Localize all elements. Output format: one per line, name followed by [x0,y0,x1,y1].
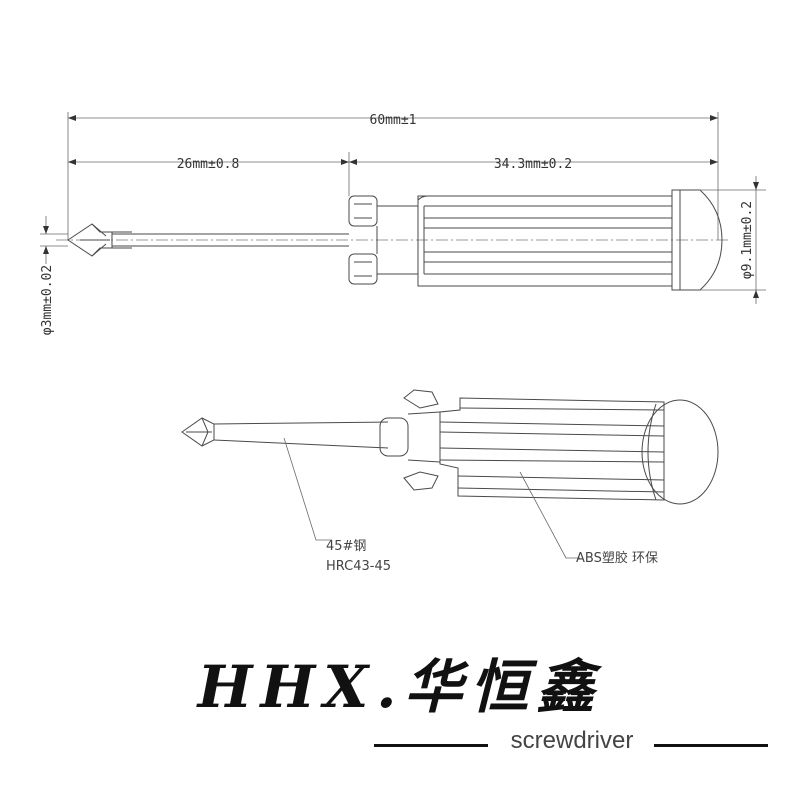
iso-collar [379,417,409,457]
brand-subtitle: screwdriver [510,727,634,754]
handle-material-callout: ABS塑胶 环保 [519,471,658,566]
overall-length-label: 60mm±1 [370,113,417,128]
side-view: 60mm±1 26mm±0.8 34.3mm±0.2 [40,112,766,335]
handle-end-cap [671,189,723,291]
iso-handle [439,397,665,501]
shaft-material-label: 45#钢 [326,539,366,554]
shaft [112,233,349,247]
shaft-material-callout: 45#钢 HRC43-45 [283,437,391,574]
iso-shaft [213,421,389,425]
brand-subtitle-row: screwdriver [0,727,800,763]
brand-rule-left [374,744,488,747]
brand-title: HHX.华恒鑫 [197,653,603,721]
shaft-length-dimension: 26mm±0.8 [68,157,349,172]
brand-rule-right [654,744,768,747]
isometric-view [181,389,719,505]
tip-diameter-label: φ3mm±0.02 [40,265,55,335]
iso-end-cap [641,399,719,505]
overall-length-dimension: 60mm±1 [68,113,718,128]
handle-collar [348,195,418,285]
tip-diameter-dimension: φ3mm±0.02 [40,216,68,335]
phillips-tip [67,223,132,257]
handle-length-label: 34.3mm±0.2 [494,157,572,172]
handle-diameter-dimension: φ9.1mm±0.2 [700,176,766,304]
handle-length-dimension: 34.3mm±0.2 [349,157,718,172]
shaft-length-label: 26mm±0.8 [177,157,240,172]
iso-tip [181,417,215,447]
shaft-hardness-label: HRC43-45 [326,559,391,574]
handle-material-label: ABS塑胶 环保 [576,550,658,566]
handle-body [417,195,673,287]
handle-diameter-label: φ9.1mm±0.2 [740,201,755,279]
